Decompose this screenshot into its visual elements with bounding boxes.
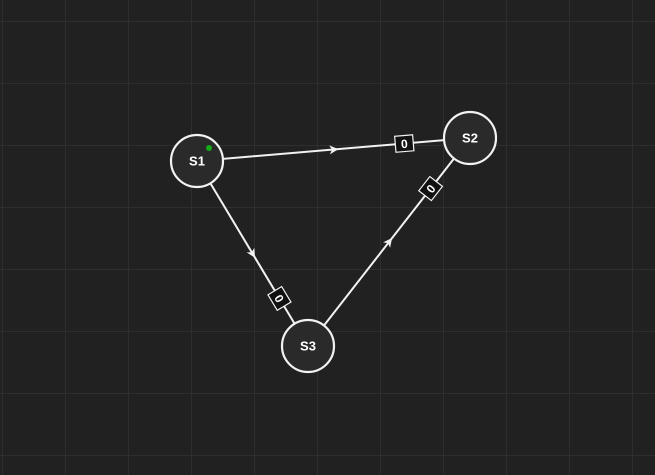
state-node-circle[interactable] <box>280 318 336 374</box>
edge-direction-arrow-icon <box>382 238 393 248</box>
edge-s1-s2[interactable]: 0 <box>222 134 445 160</box>
edges-layer: 0 0 0 <box>209 134 455 327</box>
start-state-indicator-icon <box>206 145 212 151</box>
edge-weight[interactable]: 0 <box>393 134 415 153</box>
edge-direction-arrow-icon <box>329 145 339 155</box>
state-node-s1[interactable]: S1 <box>169 133 225 189</box>
edge-weight[interactable]: 0 <box>267 285 292 312</box>
edge-s3-s2[interactable]: 0 <box>323 157 455 327</box>
state-node-label: S3 <box>300 339 316 354</box>
edge-weight-box <box>417 175 444 202</box>
edge-direction-arrow-icon <box>246 247 256 258</box>
state-node-circle[interactable] <box>442 110 498 166</box>
state-node-s3[interactable]: S3 <box>280 318 336 374</box>
state-node-s2[interactable]: S2 <box>442 110 498 166</box>
edge-weight-label: 0 <box>400 137 408 152</box>
state-node-label: S2 <box>462 131 478 146</box>
edge-weight-box <box>393 134 415 153</box>
edge-s1-s3[interactable]: 0 <box>209 182 296 325</box>
state-node-label: S1 <box>189 154 205 169</box>
edge-weight[interactable]: 0 <box>417 175 444 202</box>
edge-weight-box <box>267 285 292 312</box>
